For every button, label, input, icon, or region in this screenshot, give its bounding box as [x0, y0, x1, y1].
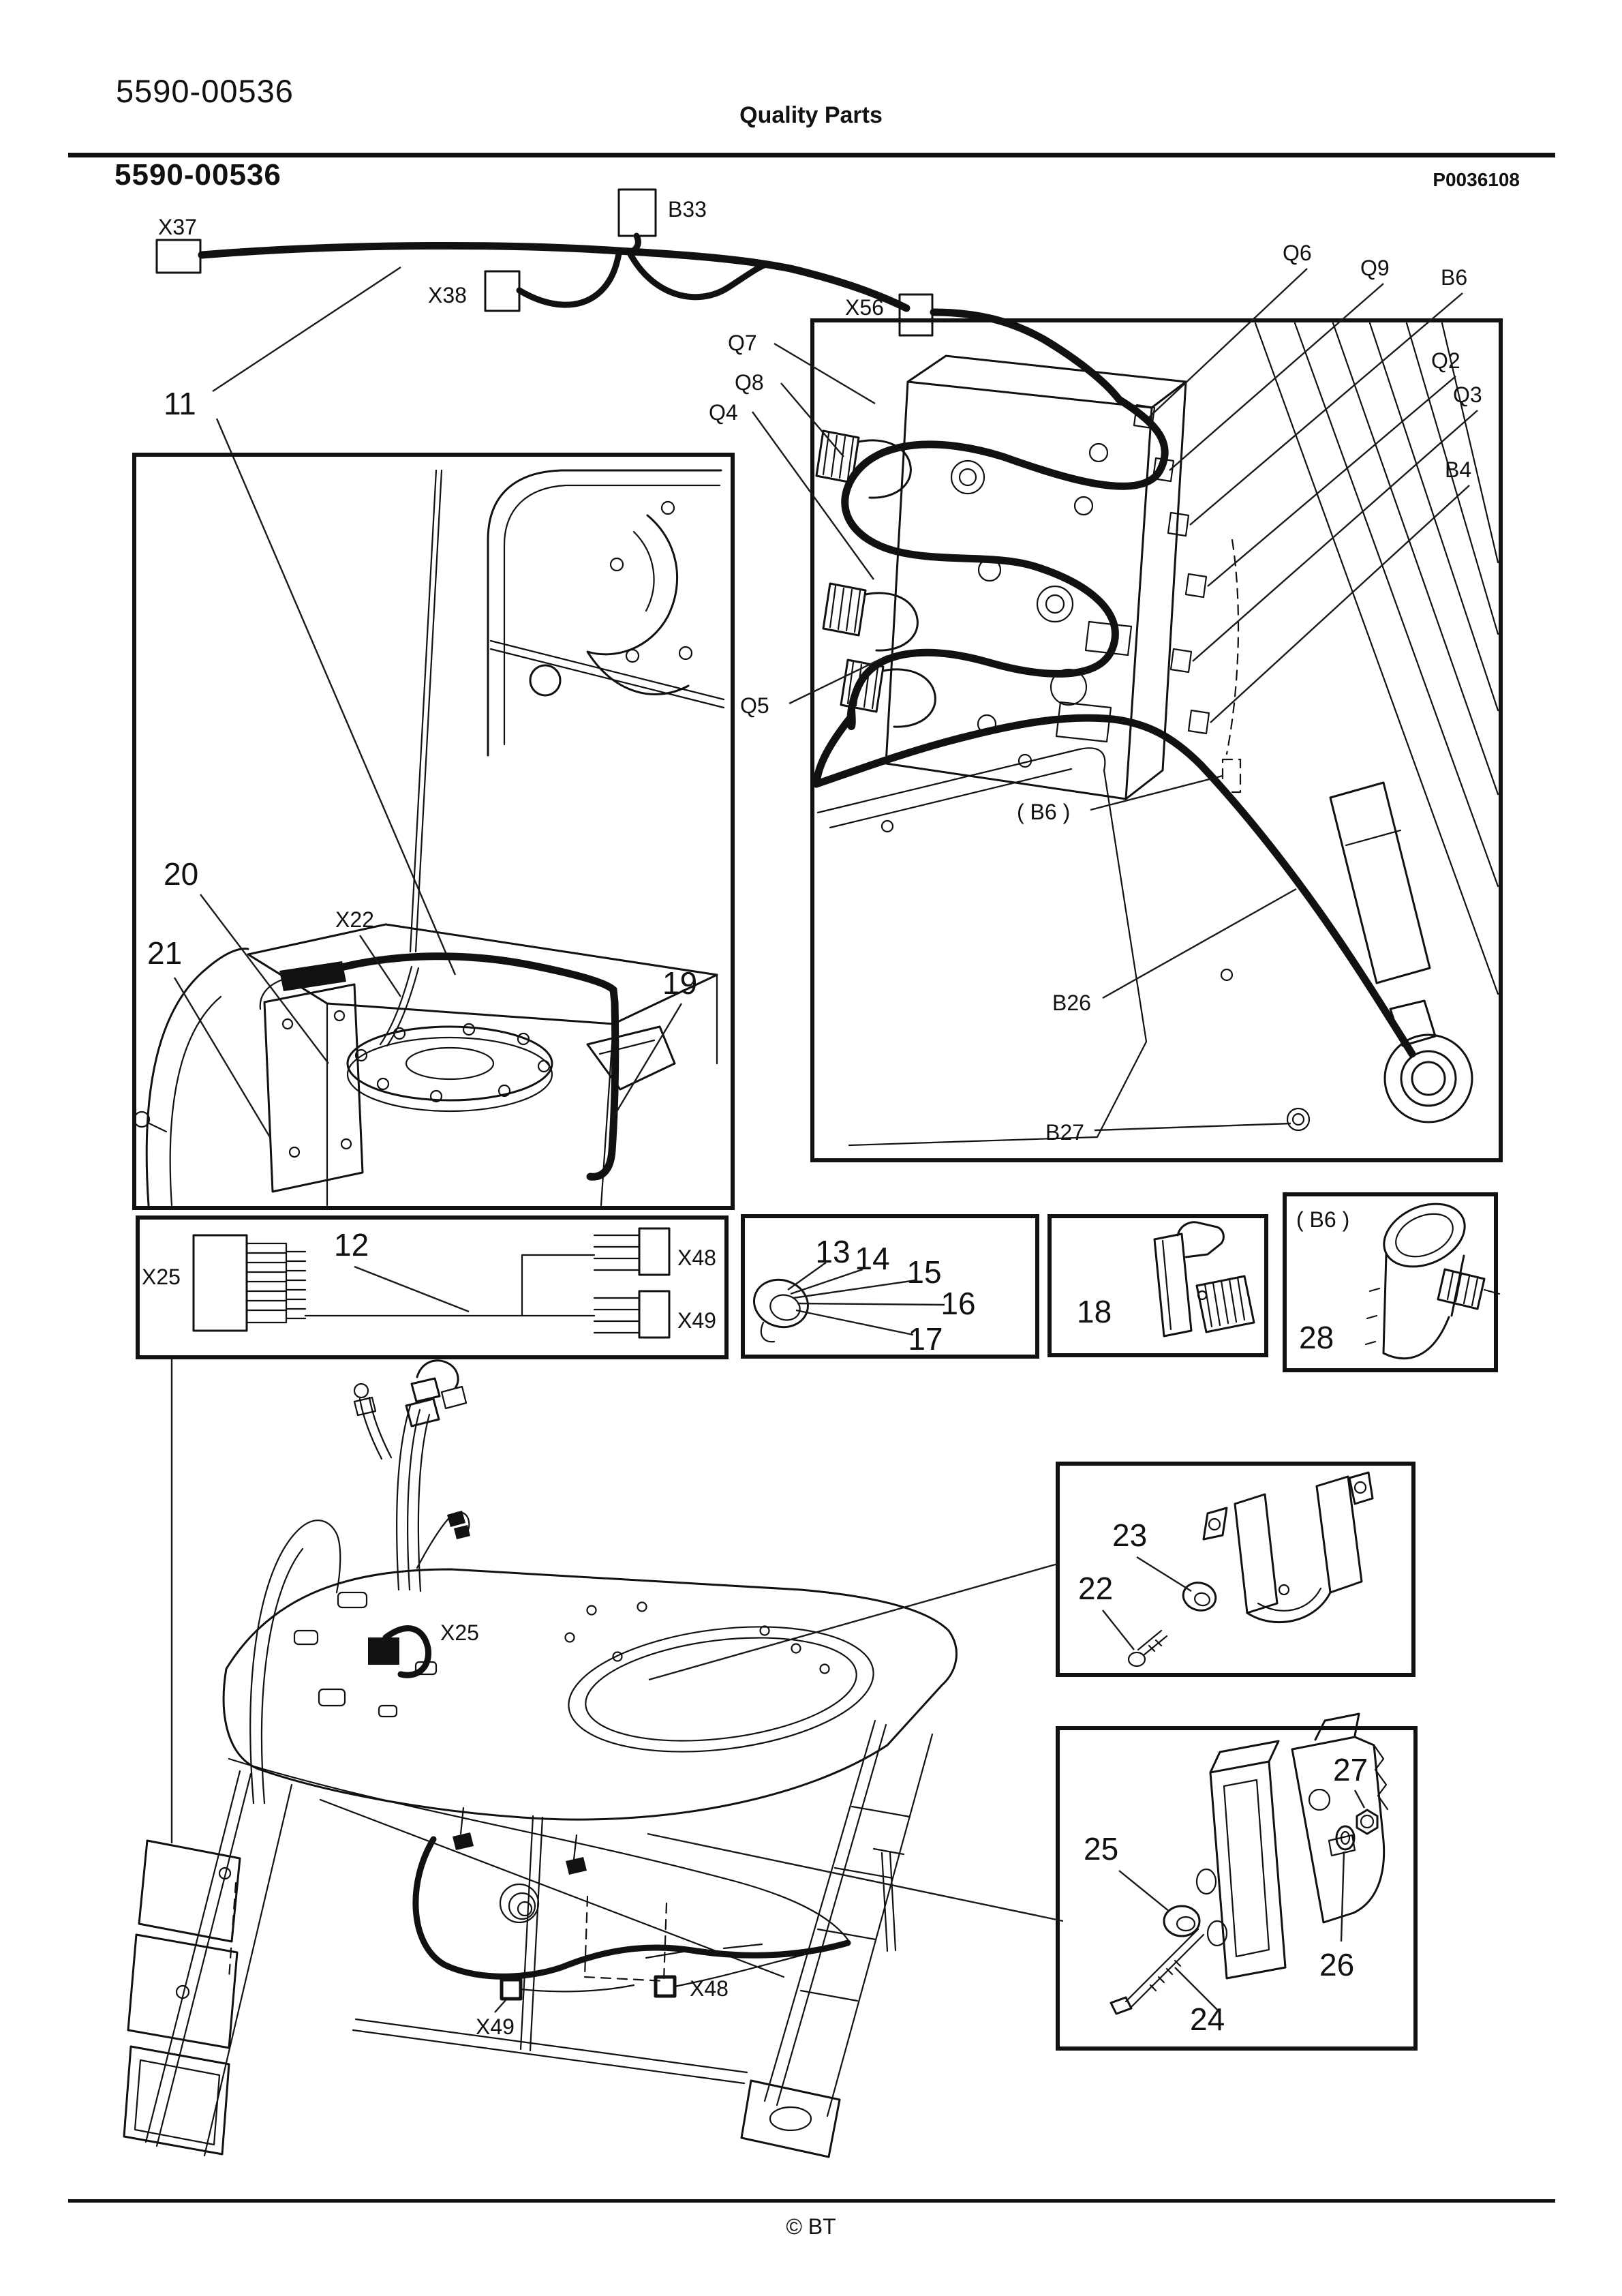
label-b26: B26 [1052, 991, 1091, 1015]
label-x25-chassis: X25 [440, 1620, 479, 1645]
label-b33: B33 [668, 197, 707, 222]
callout-24: 24 [1190, 2002, 1225, 2037]
label-x37: X37 [158, 215, 197, 239]
motor-flange [346, 1023, 553, 1113]
connector-x49-chassis [500, 1978, 523, 2001]
callout-18: 18 [1077, 1294, 1112, 1329]
connector-x38 [484, 270, 521, 312]
label-q2: Q2 [1431, 348, 1460, 373]
chassis-bottom-drawing: X25 X48 X49 [123, 1359, 1064, 2158]
callout-27: 27 [1333, 1752, 1368, 1787]
callout-25: 25 [1084, 1831, 1118, 1867]
connector-x37 [155, 239, 202, 274]
label-x56: X56 [845, 295, 884, 320]
image-code: P0036108 [1433, 169, 1520, 190]
label-b6-ref: ( B6 ) [1017, 800, 1070, 824]
callout-22: 22 [1078, 1571, 1113, 1606]
header-doc-number: 5590-00536 [116, 73, 294, 109]
label-x49-chassis: X49 [476, 2014, 515, 2039]
callout-21: 21 [147, 935, 182, 971]
bracket18-box-drawing: 18 [1047, 1214, 1268, 1357]
callout-26: 26 [1319, 1947, 1354, 1982]
harness12-box-drawing: 12 X25 X48 X49 [136, 1215, 729, 1843]
connector-x49-schematic [638, 1290, 671, 1339]
bracket18-border [1047, 1214, 1268, 1357]
grommet-box-drawing: 13 14 15 16 17 [741, 1214, 1039, 1359]
label-q9: Q9 [1360, 256, 1390, 280]
label-q4: Q4 [709, 400, 738, 425]
label-x38: X38 [428, 283, 467, 307]
boot28-box-drawing: ( B6 ) 28 [1283, 1192, 1501, 1372]
header-rule [68, 153, 1555, 157]
connector-x22 [279, 961, 346, 991]
handle-box-drawing: 27 25 26 24 [1056, 1712, 1418, 2051]
label-x48: X48 [677, 1245, 716, 1270]
callout-23: 23 [1112, 1517, 1147, 1553]
label-x22: X22 [335, 907, 374, 932]
mast-frame-border [132, 453, 735, 1210]
top-harness-drawing: X37 B33 X38 X56 11 [155, 188, 1123, 976]
label-b4: B4 [1445, 457, 1471, 482]
label-q6: Q6 [1283, 241, 1312, 265]
handle-border [1056, 1726, 1418, 2051]
solenoid-connectors [1133, 404, 1210, 735]
callout-17: 17 [908, 1321, 943, 1357]
connector-x25-schematic [192, 1234, 248, 1332]
label-q7: Q7 [728, 331, 757, 355]
label-x48-chassis: X48 [690, 1976, 729, 2001]
label-b6: B6 [1441, 265, 1467, 290]
clamp-box-drawing: 23 22 [1056, 1462, 1416, 1677]
label-q8: Q8 [735, 370, 764, 395]
label-x25: X25 [142, 1265, 181, 1289]
label-q3: Q3 [1453, 382, 1482, 407]
clamp-border [1056, 1462, 1416, 1677]
callout-13: 13 [815, 1234, 850, 1269]
callout-15: 15 [906, 1254, 941, 1290]
connector-x48-schematic [638, 1227, 671, 1276]
solenoid-coil [822, 582, 919, 652]
connector-b33 [617, 188, 657, 237]
label-x49: X49 [677, 1308, 716, 1333]
callout-12: 12 [334, 1227, 369, 1263]
connector-x25-chassis [368, 1637, 399, 1665]
drawing-number: 5590-00536 [114, 158, 281, 192]
harness12-border [136, 1215, 729, 1359]
mast-frame-drawing: 20 21 X22 19 [132, 453, 735, 1210]
connector-x56 [898, 293, 934, 337]
callout-11: 11 [164, 386, 196, 421]
callout-20: 20 [164, 856, 198, 892]
footer-copyright: © BT [786, 2214, 836, 2239]
label-q5: Q5 [740, 693, 769, 718]
valve-frame-border [810, 318, 1503, 1162]
callout-14: 14 [855, 1241, 889, 1276]
callout-28: 28 [1299, 1320, 1334, 1355]
callout-16: 16 [940, 1286, 975, 1321]
footer-rule [68, 2199, 1555, 2203]
connector-x48-chassis [654, 1975, 677, 1998]
boot28-border [1283, 1192, 1498, 1372]
label-b6-ref2: ( B6 ) [1296, 1207, 1349, 1232]
callout-19: 19 [662, 965, 697, 1001]
label-b27: B27 [1045, 1120, 1084, 1145]
valve-frame-drawing: Q7 Q8 Q4 Q5 Q6 Q9 B6 Q2 Q3 B4 ( B6 ) B26… [709, 241, 1503, 1162]
grommet-border [741, 1214, 1039, 1359]
header-section-title: Quality Parts [739, 102, 883, 128]
